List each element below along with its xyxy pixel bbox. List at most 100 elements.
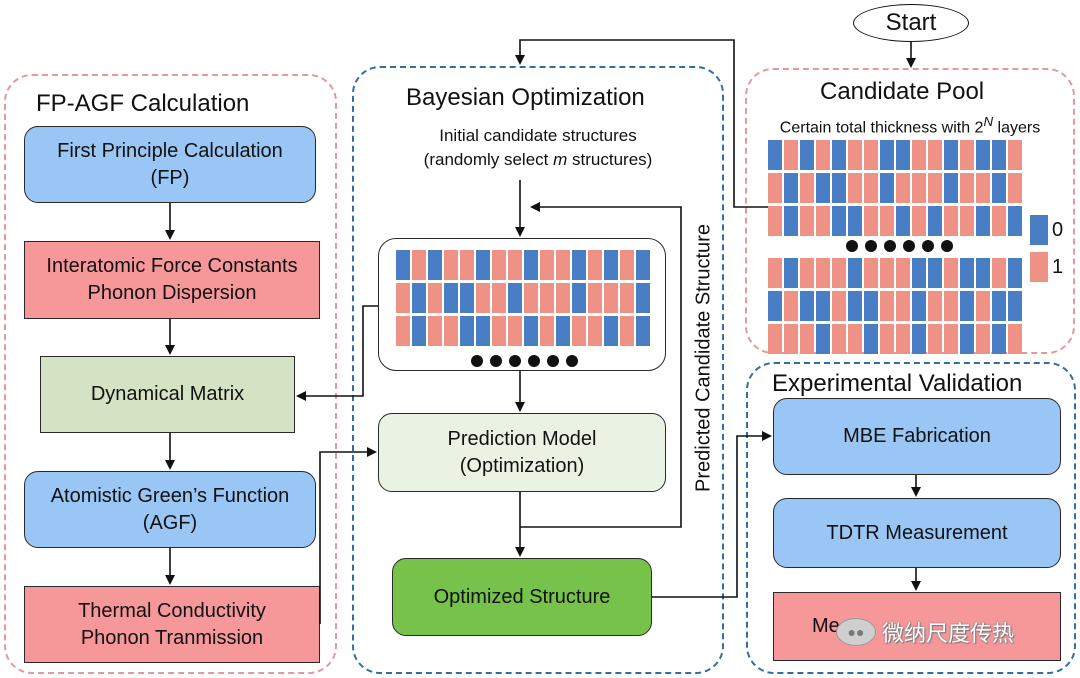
wechat-icon: ●● (836, 618, 876, 646)
layer-cell (492, 316, 506, 346)
watermark: ●● 微纳尺度传热 (836, 616, 1014, 648)
structure-row (768, 140, 1022, 170)
initial-candidates-line1: Initial candidate structures (439, 126, 637, 145)
layer-cell (604, 316, 618, 346)
layer-cell (992, 291, 1006, 321)
layer-cell (428, 250, 442, 280)
layer-cell (768, 206, 782, 236)
layer-cell (896, 140, 910, 170)
layer-cell (928, 258, 942, 288)
layer-cell (816, 140, 830, 170)
bayesian-title: Bayesian Optimization (406, 84, 645, 111)
layer-cell (816, 206, 830, 236)
structure-row (396, 250, 650, 280)
phonon-transmission-label: Phonon Tranmission (80, 626, 264, 649)
layer-cell (460, 316, 474, 346)
layer-cell (460, 283, 474, 313)
layer-cell (960, 258, 974, 288)
layer-cell (816, 258, 830, 288)
optimized-structure-label: Optimized Structure (433, 585, 611, 608)
layer-cell (540, 283, 554, 313)
layer-cell (992, 206, 1006, 236)
initial-line2-post: structures) (567, 150, 653, 169)
layer-cell (588, 316, 602, 346)
structure-row (768, 206, 1022, 236)
layer-cell (784, 140, 798, 170)
dynamical-matrix-label: Dynamical Matrix (90, 383, 245, 405)
layer-cell (960, 291, 974, 321)
layer-cell (1008, 324, 1022, 354)
phonon-dispersion-label: Phonon Dispersion (87, 282, 257, 304)
layer-cell (880, 291, 894, 321)
layer-cell (444, 283, 458, 313)
measured-result-box: Me (773, 592, 1061, 661)
layer-cell (864, 206, 878, 236)
layer-cell (1008, 140, 1022, 170)
layer-cell (944, 206, 958, 236)
agf-abbr: (AGF) (142, 511, 198, 534)
legend-swatch-1 (1030, 252, 1048, 282)
arrow-pool-to-bayesian (515, 39, 768, 208)
initial-candidates-text: Initial candidate structures (randomly s… (424, 124, 653, 172)
layer-cell (944, 173, 958, 203)
layer-cell (800, 173, 814, 203)
structure-row (768, 324, 1022, 354)
subtitle-pre: Certain total thickness with 2 (779, 119, 984, 137)
layer-cell (636, 283, 650, 313)
layer-cell (492, 250, 506, 280)
watermark-text: 微纳尺度传热 (882, 621, 1015, 646)
layer-cell (620, 316, 634, 346)
layer-cell (588, 283, 602, 313)
ellipsis-dot (922, 240, 934, 252)
layer-cell (800, 206, 814, 236)
layer-cell (976, 324, 990, 354)
layer-cell (944, 291, 958, 321)
sampled-structures-grid (396, 250, 650, 346)
layer-cell (992, 258, 1006, 288)
layer-cell (976, 206, 990, 236)
layer-cell (784, 258, 798, 288)
layer-cell (976, 173, 990, 203)
layer-cell (944, 258, 958, 288)
layer-cell (880, 258, 894, 288)
layer-cell (476, 316, 490, 346)
legend-label-0: 0 (1052, 219, 1064, 241)
ellipsis-dot (846, 240, 858, 252)
ellipsis-dot (547, 355, 559, 367)
tdtr-measurement-box: TDTR Measurement (773, 498, 1061, 568)
layer-cell (896, 324, 910, 354)
layer-cell (412, 283, 426, 313)
force-constants-box: Interatomic Force Constants Phonon Dispe… (24, 241, 320, 319)
sampled-structures-box (378, 238, 666, 371)
layer-cell (492, 283, 506, 313)
ellipsis-dot (471, 355, 483, 367)
fp-agf-panel (4, 74, 337, 674)
layer-cell (848, 173, 862, 203)
layer-cell (800, 324, 814, 354)
layer-cell (428, 283, 442, 313)
layer-cell (476, 283, 490, 313)
arrow-structures-to-dynamical-matrix (296, 305, 378, 401)
agf-box: Atomistic Green’s Function (AGF) (24, 471, 316, 548)
layer-cell (928, 291, 942, 321)
layer-cell (556, 316, 570, 346)
layer-cell (540, 250, 554, 280)
layer-cell (800, 258, 814, 288)
layer-cell (912, 140, 926, 170)
layer-cell (768, 291, 782, 321)
structure-row (396, 316, 650, 346)
ellipsis-dot (903, 240, 915, 252)
layer-cell (604, 283, 618, 313)
layer-cell (912, 173, 926, 203)
measured-result-label: Me (812, 615, 840, 637)
layer-cell (848, 206, 862, 236)
layer-cell (912, 206, 926, 236)
layer-cell (960, 324, 974, 354)
tdtr-measurement-label: TDTR Measurement (826, 521, 1008, 544)
layer-cell (816, 324, 830, 354)
layer-cell (620, 250, 634, 280)
layer-cell (460, 250, 474, 280)
first-principle-label: First Principle Calculation (57, 139, 283, 162)
structure-row (396, 283, 650, 313)
